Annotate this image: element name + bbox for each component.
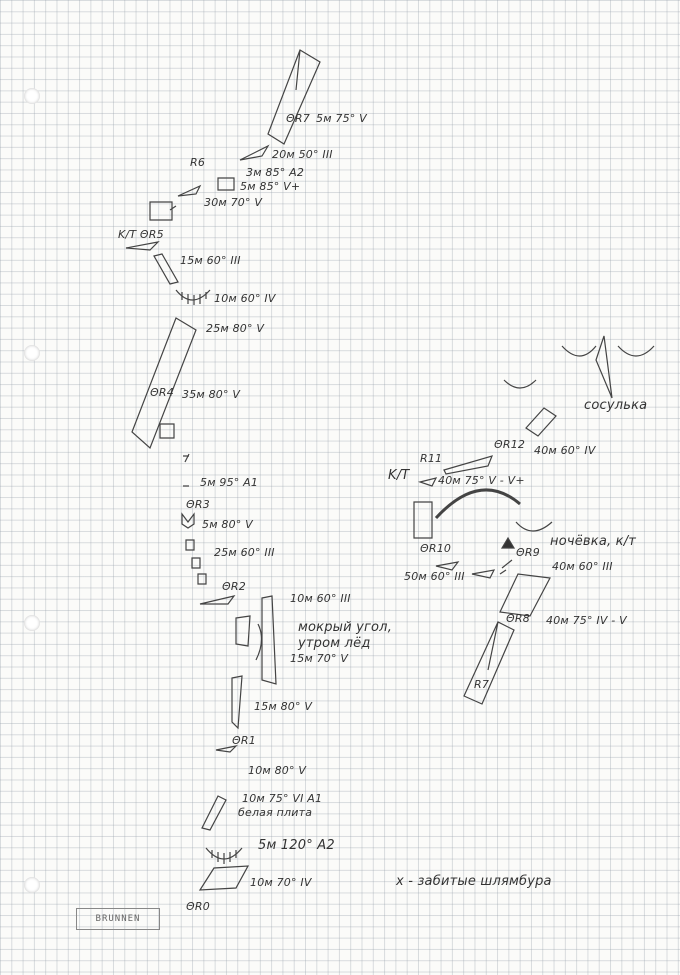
pitch-note: 5м 95° A1 <box>200 476 259 489</box>
pitch-note: 40м 60° III <box>552 560 613 573</box>
block-r10 <box>413 501 433 539</box>
pitch-note: 20м 50° III <box>272 148 333 161</box>
arrows-right <box>499 559 513 575</box>
punch-hole <box>24 877 40 893</box>
punch-hole <box>24 615 40 631</box>
pitch-note: 15м 60° III <box>180 254 241 267</box>
flake-15m <box>153 253 179 285</box>
corner-r7-top <box>267 49 321 145</box>
anchor-r11: R11 <box>420 452 443 465</box>
pitch-note: 40м 75° V - V+ <box>438 474 525 487</box>
anchor-r3: ΘR3 <box>186 498 210 511</box>
pitch-note: 10м 80° V <box>248 764 307 777</box>
wet-corner <box>235 595 277 685</box>
big-slab-r4 <box>131 317 197 450</box>
pitch-note: 40м 60° IV <box>534 444 596 457</box>
pitch-note: 5м 80° V <box>202 518 253 531</box>
pitch-note: K/T <box>388 468 410 483</box>
ramp-r1 <box>215 745 238 753</box>
book-r3 <box>181 512 195 529</box>
pitch-note: 10м 60° IV <box>214 292 276 305</box>
punch-hole <box>24 88 40 104</box>
step-box-30m <box>149 201 177 221</box>
overhang-arch <box>515 521 553 532</box>
ledge-k5 <box>125 241 160 251</box>
ramp-5m <box>177 184 202 197</box>
anchor-r7: R7 <box>474 678 490 691</box>
pitch-note: 35м 80° V <box>182 388 241 401</box>
anchor-r6: R6 <box>190 156 206 169</box>
anchor-r8: ΘR8 <box>506 612 530 625</box>
ledge-r12 <box>525 407 557 437</box>
wet-corner-arrow <box>255 623 263 661</box>
slab-r4-box <box>159 423 175 439</box>
ramp-20m <box>239 144 270 161</box>
anchor-r2: ΘR2 <box>222 580 246 593</box>
brand-logo: BRUNNEN <box>76 908 160 930</box>
pitch-note: 50м 60° III <box>404 570 465 583</box>
dihedral-r7 <box>463 621 515 705</box>
ledge-r2 <box>199 595 236 605</box>
pitch-note: 25м 60° III <box>214 546 275 559</box>
big-arch <box>434 488 521 520</box>
corner-white-slab <box>201 795 227 831</box>
pitch-note: 10м 60° III <box>290 592 351 605</box>
pitch-note: белая плита <box>238 806 313 819</box>
anchor-r12: ΘR12 <box>494 438 526 451</box>
slab-r0 <box>198 865 250 891</box>
anchor-r5: K/T ΘR5 <box>118 228 164 241</box>
anchor-r1: ΘR1 <box>232 734 256 747</box>
pitch-note: ночёвка, к/т <box>550 534 637 549</box>
pitch-note: 5м 85° V+ <box>240 180 301 193</box>
small-blocks <box>185 539 207 585</box>
pitch-note: 10м 70° IV <box>250 876 312 889</box>
ledge-r11 <box>417 455 494 487</box>
bolt-marks <box>183 453 190 487</box>
pitch-note: 10м 75° VI A1 <box>242 792 323 805</box>
pitch-note: утром лёд <box>298 636 371 651</box>
legend-note: x - забитые шлямбура <box>396 874 552 889</box>
pitch-note: 40м 75° IV - V <box>546 614 627 627</box>
pitch-note: 25м 80° V <box>206 322 265 335</box>
stalactite-group <box>561 335 655 399</box>
anchor-r0: ΘR0 <box>186 900 210 913</box>
punch-hole <box>24 345 40 361</box>
pitch-note: 5м 120° A2 <box>258 838 335 853</box>
pitch-note: 15м 80° V <box>254 700 313 713</box>
anchor-r7-top: ΘR7 <box>286 112 310 125</box>
pitch-note: сосулька <box>584 398 648 413</box>
anchor-r10: ΘR10 <box>420 542 452 555</box>
pitch-note: 5м 75° V <box>316 112 367 125</box>
box-r6 <box>217 177 235 191</box>
pitch-note: 3м 85° A2 <box>246 166 305 179</box>
overhang-10m-hatch <box>181 292 207 305</box>
pitch-note: 30м 70° V <box>204 196 263 209</box>
overhang-bottom-hatch <box>211 850 237 864</box>
pitch-note: 15м 70° V <box>290 652 349 665</box>
dihedral-15m <box>231 675 243 730</box>
pitch-note: мокрый угол, <box>298 620 393 635</box>
anchor-r4: ΘR4 <box>150 386 174 399</box>
slab-r8 <box>499 573 551 617</box>
bivy-triangle <box>500 536 516 549</box>
overhang-small <box>503 379 537 389</box>
ledge-50m <box>435 561 496 579</box>
anchor-r9: ΘR9 <box>516 546 540 559</box>
overhang-10m <box>175 289 211 301</box>
